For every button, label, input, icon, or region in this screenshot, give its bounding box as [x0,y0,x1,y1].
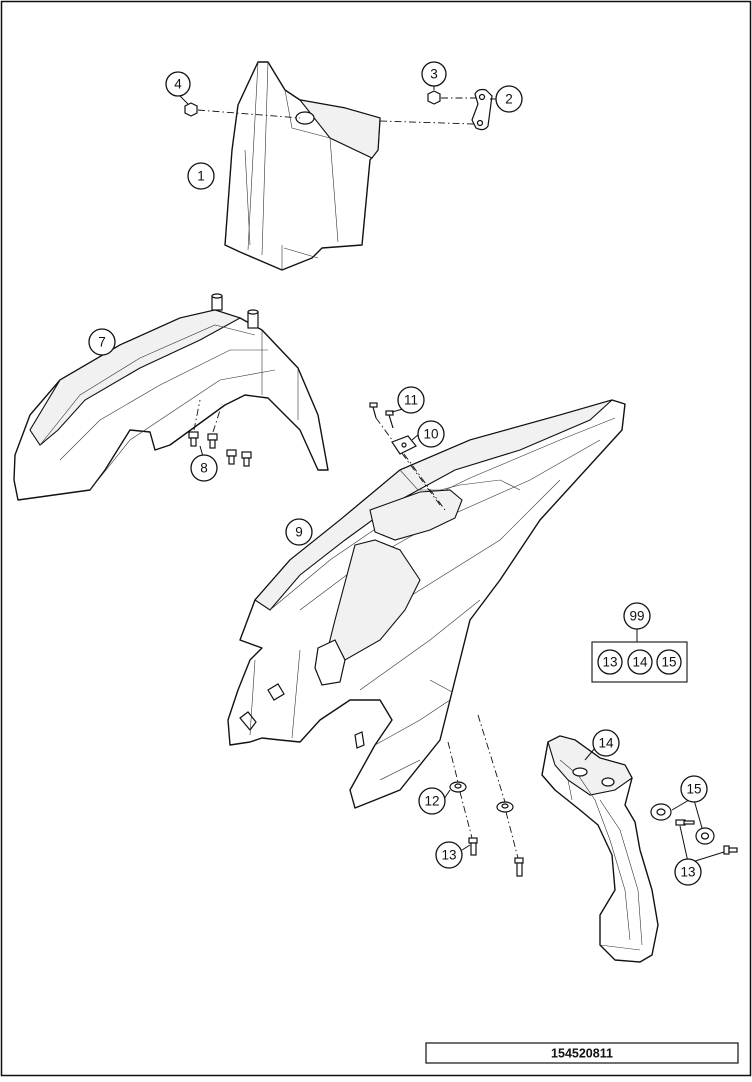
side-cover-part-14 [541,735,659,963]
nut-part-4 [184,102,301,119]
callout-2-label: 2 [505,92,513,107]
callout-10-label: 10 [423,427,438,442]
callout-3-label: 3 [430,67,438,82]
side-cover-screws-part-13 [675,819,738,855]
callout-12-label: 12 [424,794,439,809]
callout-1: 1 [187,162,215,190]
callout-8: 8 [190,454,218,482]
callout-2: 2 [495,85,523,113]
washer-part-12 [449,781,514,813]
callout-13-side-cover-label: 13 [680,865,695,880]
callout-11-label: 11 [404,393,418,408]
callout-15-label: 15 [686,782,701,797]
callout-9-label: 9 [295,525,303,540]
screw-part-11 [369,402,441,506]
grommet-part-15 [650,803,715,845]
clip-part-10 [391,435,446,511]
front-number-plate [224,61,381,271]
callout-8-label: 8 [200,461,208,476]
callout-11: 11 [397,386,425,414]
kit-99-label: 99 [629,609,644,624]
fender-screws-part-8 [188,399,252,467]
nut-part-3 [427,90,478,105]
callout-4: 4 [165,71,191,97]
callout-14: 14 [592,729,620,757]
rear-fender [227,399,626,809]
callout-9: 9 [285,518,313,546]
callout-7: 7 [88,328,116,356]
callout-13-rear-fender: 13 [435,841,463,869]
drawing-number-box: 154520811 [425,1042,739,1064]
bracket-part-2 [379,88,493,131]
front-fender [13,293,329,501]
callout-1-label: 1 [197,169,205,184]
callout-7-label: 7 [98,335,106,350]
callout-13-side-cover: 13 [674,858,702,886]
kit-item-3: 15 [661,655,676,670]
callout-3: 3 [421,61,447,87]
callout-15: 15 [680,775,708,803]
kit-item-2: 14 [632,655,648,670]
drawing-number: 154520811 [551,1047,613,1061]
callout-12: 12 [418,787,446,815]
callout-13-rear-fender-label: 13 [441,848,456,863]
callout-14-label: 14 [598,736,614,751]
kit-99-callout: 99 13 14 15 [591,602,688,683]
rear-fender-screws-part-13 [447,714,524,877]
kit-item-1: 13 [602,655,617,670]
callout-10: 10 [417,420,445,448]
callout-4-label: 4 [174,77,182,92]
